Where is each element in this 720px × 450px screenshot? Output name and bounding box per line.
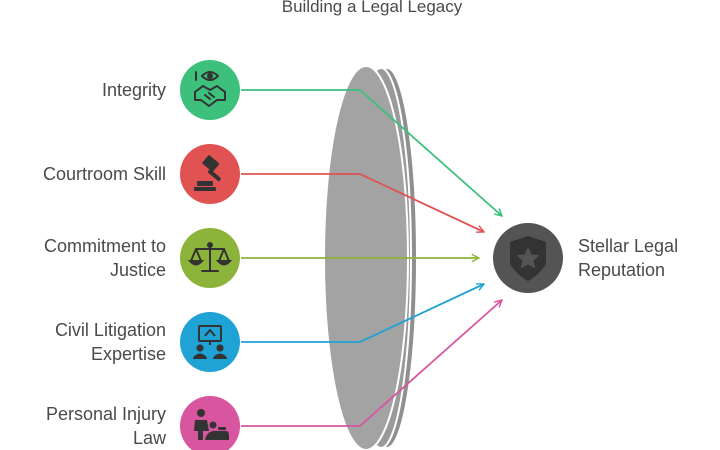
connector-civil-litigation [241,284,484,343]
connectors [241,89,502,427]
label-personal-injury: Personal Injury Law [45,404,166,448]
node-courtroom-skill [180,144,240,204]
scales-icon [187,242,233,272]
label-courtroom-skill: Courtroom Skill [42,164,166,184]
label-commitment-to-justice: Commitment to Justice [43,236,166,280]
label-integrity: Integrity [101,80,166,100]
node-commitment-to-justice [180,228,240,288]
gavel-icon [194,155,221,191]
handshake-icon [194,71,226,107]
presentation-icon [193,325,227,359]
star-shield-icon [510,236,546,281]
node-personal-injury [180,396,240,450]
label-civil-litigation: Civil Litigation Expertise [54,320,166,364]
injury-icon [194,409,229,440]
connector-personal-injury [241,300,502,427]
label-stellar-legal-reputation: Stellar Legal Reputation [578,236,679,280]
connector-integrity [241,89,502,216]
diagram-title: Building a Legal Legacy [281,0,463,16]
node-integrity [180,60,240,120]
node-stellar-legal-reputation [493,223,563,293]
node-civil-litigation [180,312,240,372]
connector-courtroom-skill [241,173,484,232]
